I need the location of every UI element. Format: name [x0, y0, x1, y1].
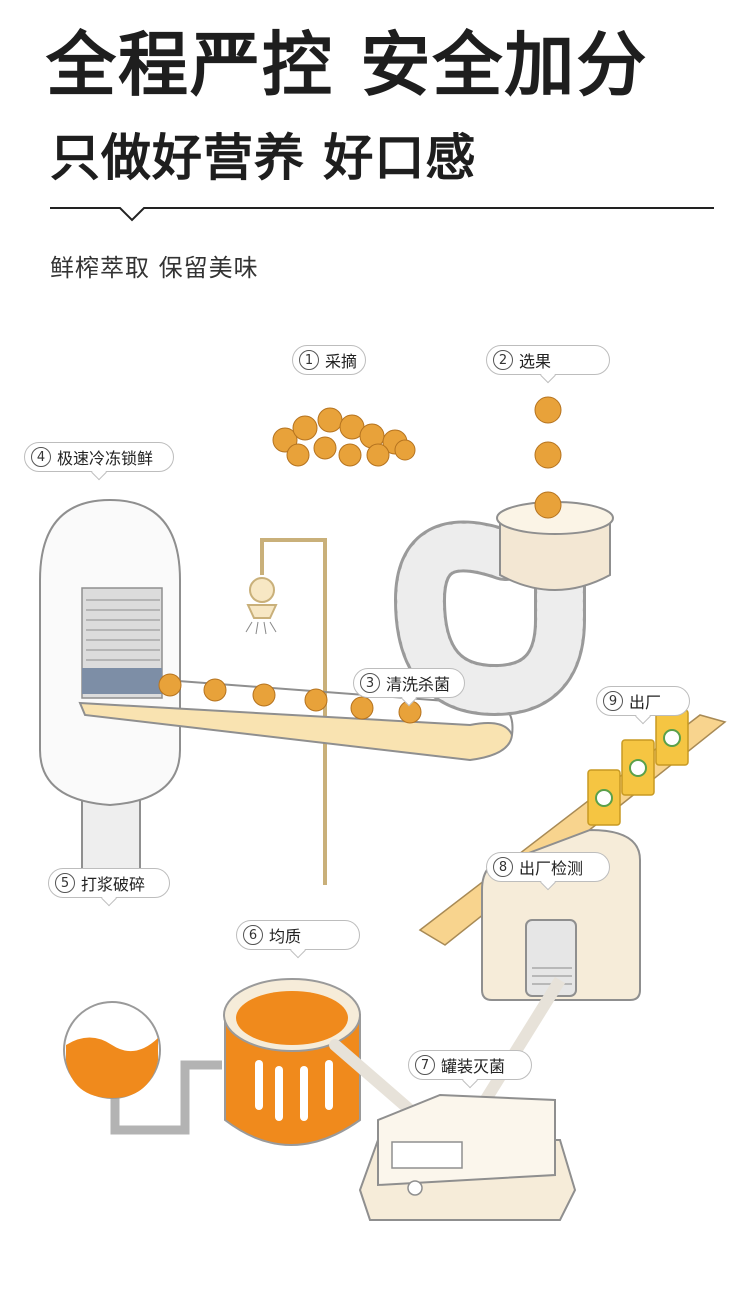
freezer-machine: [39, 498, 181, 881]
belt-fruits: [158, 673, 422, 724]
sprayer: [246, 538, 327, 885]
page-subtitle: 只做好营养 好口感: [50, 129, 477, 187]
tagline: 鲜榨萃取 保留美味: [50, 254, 259, 282]
sorted-fruits: [534, 396, 562, 519]
picked-fruits: [272, 407, 416, 467]
water-spray: [245, 621, 277, 635]
filling-machine: [358, 1093, 577, 1221]
step-8-label: 出厂检测: [519, 859, 584, 878]
juice-cartons: [587, 709, 689, 826]
step-3-label: 清洗杀菌: [386, 675, 451, 694]
step-7-label: 罐装灭菌: [441, 1057, 506, 1076]
step-2-label: 选果: [519, 352, 552, 371]
page-title: 全程严控 安全加分: [46, 24, 649, 106]
step-5-label: 打浆破碎: [81, 875, 146, 894]
step-4-label: 极速冷冻锁鲜: [57, 449, 154, 468]
sorting-hopper: [496, 501, 614, 591]
step-6-label: 均质: [269, 927, 302, 946]
step-9-label: 出厂: [629, 693, 662, 712]
step-1-label: 采摘: [325, 352, 358, 371]
header-divider: [50, 207, 714, 222]
homogenizer: [223, 978, 416, 1146]
juice-reservoir: [63, 1001, 161, 1099]
